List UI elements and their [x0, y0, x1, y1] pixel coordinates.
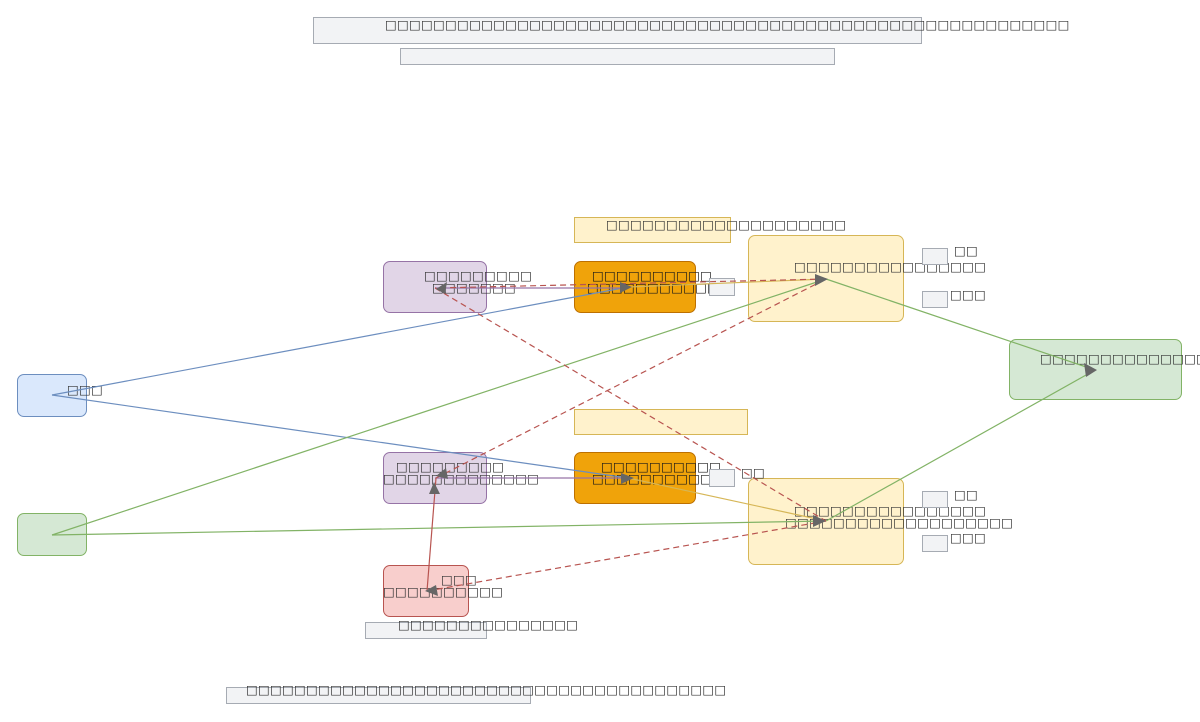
yellow-top-badge-1[interactable] — [922, 248, 948, 265]
node-red-label-2: □□□□□□□□□□ — [383, 584, 504, 599]
node-purple-top-label-1: □□□□□□□□□ — [424, 268, 533, 283]
arrowhead-red-node — [425, 585, 438, 596]
arrowhead-green-target — [1084, 363, 1097, 377]
note-top-label: □□□□□□□□□□□□□□□□□□□□ — [606, 217, 847, 232]
edge-yellow-bottom-to-green-target[interactable] — [825, 369, 1096, 522]
node-green-target-label: □□□□□□□□□□□□□□ — [1040, 351, 1200, 366]
arrowhead-orange-bottom — [621, 473, 634, 484]
node-purple-top[interactable] — [383, 261, 487, 313]
node-yellow-bottom-label-2: □□□□□□□□□□□□□□□□□□□ — [785, 515, 1014, 530]
yellow-bottom-badge-2-label: □□□ — [950, 530, 987, 545]
yellow-top-badge-2[interactable] — [922, 291, 948, 308]
arrowhead-purple-bottom-1 — [436, 468, 448, 479]
footer-caption: □□□□□□□□□□□□□□□□□□□□□□□□□□□□□□□□□□□□□□□□ — [246, 682, 727, 697]
yellow-bottom-badge-2[interactable] — [922, 535, 948, 552]
node-orange-top-label-1: □□□□□□□□□□ — [592, 268, 713, 283]
node-purple-bottom-label-1: □□□□□□□□□ — [396, 459, 505, 474]
yellow-bottom-badge-1[interactable] — [922, 491, 948, 508]
arrowhead-orange-top — [620, 282, 632, 293]
edge-red-to-purple-bottom[interactable] — [426, 477, 437, 592]
note-top[interactable] — [574, 217, 731, 243]
red-caption-plate — [365, 622, 487, 639]
edge-dashed-purple-bottom-to-yellow-top[interactable] — [435, 278, 827, 479]
node-yellow-top-label: □□□□□□□□□□□□□□□□ — [794, 259, 987, 274]
edge-blue-to-orange-bottom[interactable] — [51, 394, 629, 479]
edge-badge-bottom[interactable] — [709, 469, 735, 487]
yellow-top-badge-2-label: □□□ — [950, 287, 987, 302]
node-orange-bottom-label-1: □□□□□□□□□□ — [601, 459, 722, 474]
edge-green-to-yellow-top[interactable] — [51, 278, 827, 536]
subtitle-plate — [400, 48, 835, 65]
node-source-blue-label: □□□ — [67, 382, 104, 397]
edge-dashed-red-to-yellow-bottom[interactable] — [426, 520, 827, 592]
edge-blue-to-orange-top[interactable] — [51, 286, 629, 396]
edge-badge-bottom-label: □□ — [741, 465, 766, 480]
yellow-top-badge-1-label: □□ — [954, 243, 979, 258]
red-caption: □□□□□□□□□□□□□□□ — [398, 617, 579, 632]
node-orange-top[interactable] — [574, 261, 696, 313]
yellow-bottom-badge-1-label: □□ — [954, 487, 979, 502]
footer-plate — [226, 687, 531, 704]
node-green-target[interactable] — [1009, 339, 1182, 400]
node-orange-bottom-label-2: □□□□□□□□□□□□ — [592, 471, 737, 486]
edge-dashed-yellow-top-to-purple-top[interactable] — [434, 278, 827, 289]
diagram-title: □□□□□□□□□□□□□□□□□□□□□□□□□□□□□□□□□□□□□□□□… — [385, 17, 1070, 32]
edge-orange-bottom-to-yellow-bottom[interactable] — [627, 477, 827, 522]
arrowhead-purple-top — [436, 282, 447, 294]
title-plate — [313, 17, 922, 44]
arrowhead-yellow-bottom — [813, 515, 826, 527]
arrowhead-purple-bottom-2 — [429, 482, 440, 494]
edge-green-to-yellow-bottom[interactable] — [51, 520, 827, 536]
node-red-label-1: □□□ — [441, 572, 478, 587]
edge-yellow-top-to-green-target[interactable] — [825, 278, 1096, 371]
edge-dashed-purple-top-to-yellow-bottom[interactable] — [434, 287, 827, 522]
arrowhead-yellow-top — [815, 274, 828, 286]
